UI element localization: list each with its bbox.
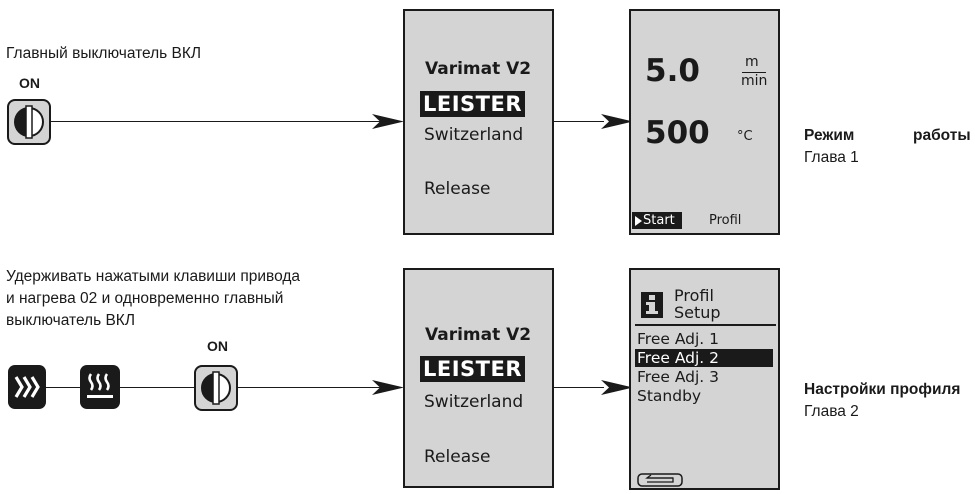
bottom-connector-line-2 bbox=[554, 387, 604, 389]
bottom-link-2 bbox=[120, 387, 194, 389]
bottom-startup-screen: Varimat V2 LEISTER Switzerland Release bbox=[403, 268, 554, 488]
operating-mode-screen: 5.0 m min 500 °C Start Profil bbox=[629, 9, 780, 235]
brand-logo: LEISTER bbox=[420, 356, 526, 382]
brand-logo: LEISTER bbox=[420, 91, 526, 117]
top-instruction: Главный выключатель ВКЛ bbox=[6, 45, 202, 62]
country: Switzerland bbox=[424, 392, 524, 412]
on-off-switch-icon[interactable] bbox=[7, 99, 51, 145]
speed-value: 5.0 bbox=[645, 53, 700, 89]
info-icon bbox=[641, 292, 663, 318]
menu-item-standby[interactable]: Standby bbox=[637, 387, 702, 405]
country: Switzerland bbox=[424, 125, 524, 145]
menu-item-free-adj-2-selected[interactable]: Free Adj. 2 bbox=[635, 349, 773, 367]
temperature-unit: °C bbox=[737, 129, 753, 144]
header-line-1: Profil bbox=[674, 286, 714, 305]
speed-unit-bottom: min bbox=[741, 73, 768, 89]
header-divider bbox=[635, 324, 776, 326]
release-label: Release bbox=[424, 179, 491, 199]
result-chapter-1: Глава 1 bbox=[804, 149, 859, 166]
speed-unit-top: m bbox=[745, 54, 759, 70]
top-startup-screen: Varimat V2 LEISTER Switzerland Release bbox=[403, 9, 554, 235]
bottom-connector-line-1 bbox=[238, 387, 384, 389]
result-title-2: Настройки профиля bbox=[804, 381, 961, 398]
bottom-arrow-2 bbox=[601, 380, 633, 395]
start-label: Start bbox=[643, 213, 675, 228]
bottom-arrow-1 bbox=[372, 380, 404, 395]
bottom-switch-on-label: ON bbox=[207, 338, 228, 354]
menu-item-free-adj-3[interactable]: Free Adj. 3 bbox=[637, 368, 720, 386]
bottom-instruction-line-3: выключатель ВКЛ bbox=[6, 312, 136, 329]
top-arrow-2 bbox=[601, 114, 633, 129]
bottom-instruction-line-2: и нагрева 02 и одновременно главный bbox=[6, 290, 284, 307]
on-off-switch-icon[interactable] bbox=[194, 365, 238, 411]
speed-unit-fraction-bar bbox=[742, 72, 766, 74]
top-switch-on-label: ON bbox=[19, 75, 40, 91]
profile-setup-screen: Profil Setup Free Adj. 1 Free Adj. 2 Fre… bbox=[629, 268, 780, 490]
result-chapter-2: Глава 2 bbox=[804, 403, 859, 420]
model-name: Varimat V2 bbox=[425, 59, 532, 79]
start-triangle-icon bbox=[635, 215, 642, 226]
bottom-instruction-line-1: Удерживать нажатыми клавиши привода bbox=[6, 268, 301, 285]
result-title-word2: работы bbox=[913, 127, 971, 144]
profil-softkey[interactable]: Profil bbox=[709, 213, 742, 228]
start-softkey[interactable]: Start bbox=[632, 212, 682, 229]
header-line-2: Setup bbox=[674, 303, 721, 322]
release-label: Release bbox=[424, 447, 491, 467]
back-arrow-icon[interactable] bbox=[637, 473, 683, 487]
temperature-value: 500 bbox=[645, 115, 710, 151]
result-title-word1: Режим bbox=[804, 127, 855, 144]
bottom-link-1 bbox=[46, 387, 80, 389]
model-name: Varimat V2 bbox=[425, 325, 532, 345]
top-connector-line-2 bbox=[554, 121, 604, 123]
heat-key-icon[interactable] bbox=[80, 365, 120, 409]
top-arrow-1 bbox=[372, 114, 404, 129]
menu-item-free-adj-1[interactable]: Free Adj. 1 bbox=[637, 330, 720, 348]
top-connector-line-1 bbox=[51, 121, 383, 123]
drive-key-icon[interactable] bbox=[8, 365, 46, 409]
